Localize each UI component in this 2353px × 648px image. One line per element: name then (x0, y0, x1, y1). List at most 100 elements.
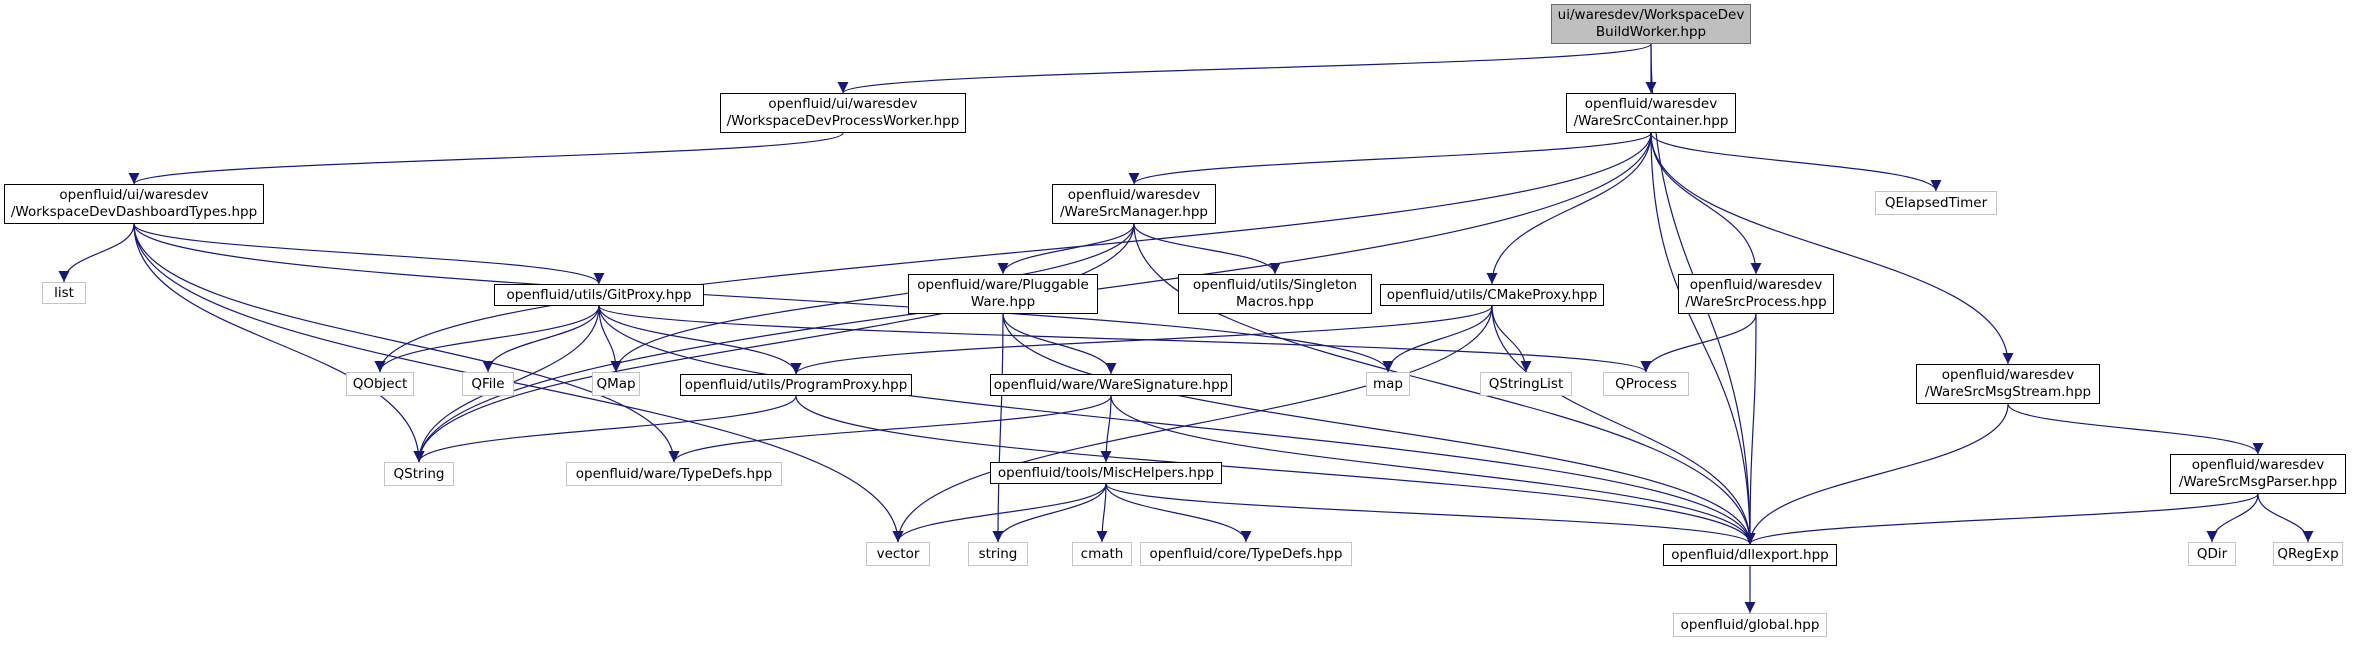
edge-misc_helpers-to-string (992, 483, 1107, 543)
node-root-workspacedev-buildworker: ui/waresdev/WorkspaceDev BuildWorker.hpp (1551, 4, 1751, 44)
edge-misc_helpers-to-cmath (1096, 483, 1108, 543)
edge-src_process-to-dllexport (1744, 313, 1757, 545)
node-map: map (1366, 372, 1410, 396)
edge-src_container-to-dllexport (1650, 132, 1756, 545)
edge-src_container-to-msg_stream (1650, 132, 2014, 365)
node-label-line: /WareSrcMsgStream.hpp (1924, 384, 2092, 400)
node-git-proxy[interactable]: openfluid/utils/GitProxy.hpp (494, 284, 704, 306)
edge-root-to-process_worker (837, 43, 1652, 94)
node-label-line: openfluid/ware/Pluggable (917, 277, 1089, 293)
node-waresrc-msg-parser[interactable]: openfluid/waresdev /WareSrcMsgParser.hpp (2170, 454, 2346, 494)
edge-src_container-to-elapsed_timer (1650, 132, 1942, 192)
node-qobject: QObject (346, 372, 414, 396)
node-label-line: QFile (471, 375, 505, 392)
edge-cmake_proxy-to-qstringlist (1491, 305, 1532, 373)
node-label-line: /WareSrcMsgParser.hpp (2178, 474, 2338, 490)
edge-src_container-to-qobject (374, 132, 1652, 373)
edge-msg_parser-to-qregexp (2257, 493, 2314, 543)
node-vector: vector (866, 542, 930, 566)
node-label-line: openfluid/utils/CMakeProxy.hpp (1386, 286, 1598, 303)
node-ware-signature[interactable]: openfluid/ware/WareSignature.hpp (990, 374, 1232, 396)
node-label-line: openfluid/waresdev (1689, 277, 1823, 293)
node-ware-typedefs: openfluid/ware/TypeDefs.hpp (566, 462, 782, 486)
node-waresrc-process[interactable]: openfluid/waresdev /WareSrcProcess.hpp (1678, 274, 1834, 314)
node-label-line: openfluid/utils/Singleton (1192, 277, 1358, 293)
node-label-line: QMap (596, 375, 636, 392)
edge-msg_stream-to-msg_parser (2007, 403, 2264, 455)
node-program-proxy[interactable]: openfluid/utils/ProgramProxy.hpp (680, 374, 912, 396)
edge-dashboard_types-to-vector (133, 223, 904, 543)
edge-src_container-to-src_manager (1128, 132, 1652, 185)
edge-msg_parser-to-dllexport (1744, 493, 2259, 545)
node-label-line: openfluid/waresdev (1067, 187, 1201, 203)
edge-ware_signature-to-dllexport (1110, 395, 1756, 545)
edge-pluggable_ware-to-dllexport (1002, 313, 1756, 545)
node-pluggable-ware[interactable]: openfluid/ware/Pluggable Ware.hpp (908, 274, 1098, 314)
edge-cmake_proxy-to-program_proxy (790, 305, 1493, 375)
node-label-line: openfluid/ware/TypeDefs.hpp (575, 465, 773, 482)
node-label-line: openfluid/waresdev (1584, 96, 1718, 112)
node-qfile: QFile (462, 372, 514, 396)
edge-misc_helpers-to-vector (892, 483, 1107, 543)
edge-src_container-to-src_process (1650, 132, 1762, 275)
node-core-typedefs: openfluid/core/TypeDefs.hpp (1140, 542, 1352, 566)
node-label-line: openfluid/utils/ProgramProxy.hpp (684, 376, 908, 393)
edge-git_proxy-to-program_proxy (598, 305, 802, 375)
node-label-line: /WorkspaceDevProcessWorker.hpp (726, 113, 960, 129)
node-label-line: cmath (1080, 545, 1124, 562)
edge-misc_helpers-to-core_typedefs (1105, 483, 1252, 543)
node-label-line: ui/waresdev/WorkspaceDev (1557, 7, 1745, 23)
node-label-line: openfluid/waresdev (2191, 457, 2325, 473)
node-label-line: /WareSrcManager.hpp (1059, 204, 1209, 220)
node-label-line: QRegExp (2277, 545, 2339, 562)
node-label-line: QDir (2196, 545, 2228, 562)
node-list: list (42, 282, 86, 304)
edge-cmake_proxy-to-map (1382, 305, 1493, 373)
edge-process_worker-to-dashboard_types (128, 132, 844, 185)
node-waresrc-container[interactable]: openfluid/waresdev /WareSrcContainer.hpp (1566, 93, 1736, 133)
node-label-line: map (1373, 375, 1403, 392)
edge-git_proxy-to-qfile (482, 305, 600, 373)
edge-dashboard_types-to-qstring (133, 223, 425, 463)
node-waresrc-msg-stream[interactable]: openfluid/waresdev /WareSrcMsgStream.hpp (1916, 364, 2100, 404)
node-label-line: QObject (352, 375, 408, 392)
node-qregexp: QRegExp (2273, 542, 2343, 566)
edge-pluggable_ware-to-string (992, 313, 1004, 543)
node-workspacedev-dashboard-types[interactable]: openfluid/ui/waresdev /WorkspaceDevDashb… (4, 184, 264, 224)
edge-msg_parser-to-qdir (2206, 493, 2259, 543)
node-label-line: openfluid/ui/waresdev (59, 187, 209, 203)
node-label-line: QProcess (1615, 375, 1677, 392)
node-label-line: Macros.hpp (1236, 294, 1314, 310)
node-label-line: openfluid/core/TypeDefs.hpp (1149, 545, 1343, 562)
node-singleton-macros[interactable]: openfluid/utils/Singleton Macros.hpp (1178, 274, 1372, 314)
node-cmake-proxy[interactable]: openfluid/utils/CMakeProxy.hpp (1380, 284, 1604, 306)
edge-git_proxy-to-dllexport (598, 305, 1756, 545)
edge-misc_helpers-to-dllexport (1105, 483, 1756, 545)
node-label-line: QStringList (1488, 375, 1564, 392)
edge-dashboard_types-to-list (58, 223, 135, 283)
edge-src_manager-to-qstring (413, 223, 1135, 463)
node-label-line: openfluid/waresdev (1941, 367, 2075, 383)
edge-ware_signature-to-ware_typedefs (668, 395, 1112, 463)
node-waresrc-manager[interactable]: openfluid/waresdev /WareSrcManager.hpp (1052, 184, 1216, 224)
edge-src_container-to-cmake_proxy (1486, 132, 1652, 285)
node-label-line: vector (876, 545, 920, 562)
edge-cmake_proxy-to-dllexport (1491, 305, 1756, 545)
node-dllexport[interactable]: openfluid/dllexport.hpp (1663, 544, 1837, 566)
node-label-line: openfluid/ui/waresdev (768, 96, 918, 112)
node-qmap: QMap (592, 372, 640, 396)
node-label-line: /WareSrcContainer.hpp (1573, 113, 1729, 129)
node-misc-helpers[interactable]: openfluid/tools/MiscHelpers.hpp (990, 462, 1222, 484)
node-label-line: /WorkspaceDevDashboardTypes.hpp (10, 204, 258, 220)
node-label-line: string (978, 545, 1018, 562)
node-label-line: BuildWorker.hpp (1595, 24, 1707, 40)
edge-cmake_proxy-to-vector (892, 305, 1493, 543)
node-string: string (968, 542, 1028, 566)
node-workspacedev-process-worker[interactable]: openfluid/ui/waresdev /WorkspaceDevProce… (720, 93, 966, 133)
node-qdir: QDir (2188, 542, 2236, 566)
node-global: openfluid/global.hpp (1673, 613, 1827, 637)
edge-src_manager-to-pluggable_ware (997, 223, 1135, 275)
node-label-line: openfluid/utils/GitProxy.hpp (506, 286, 692, 303)
edge-dashboard_types-to-ware_typedefs (133, 223, 680, 463)
